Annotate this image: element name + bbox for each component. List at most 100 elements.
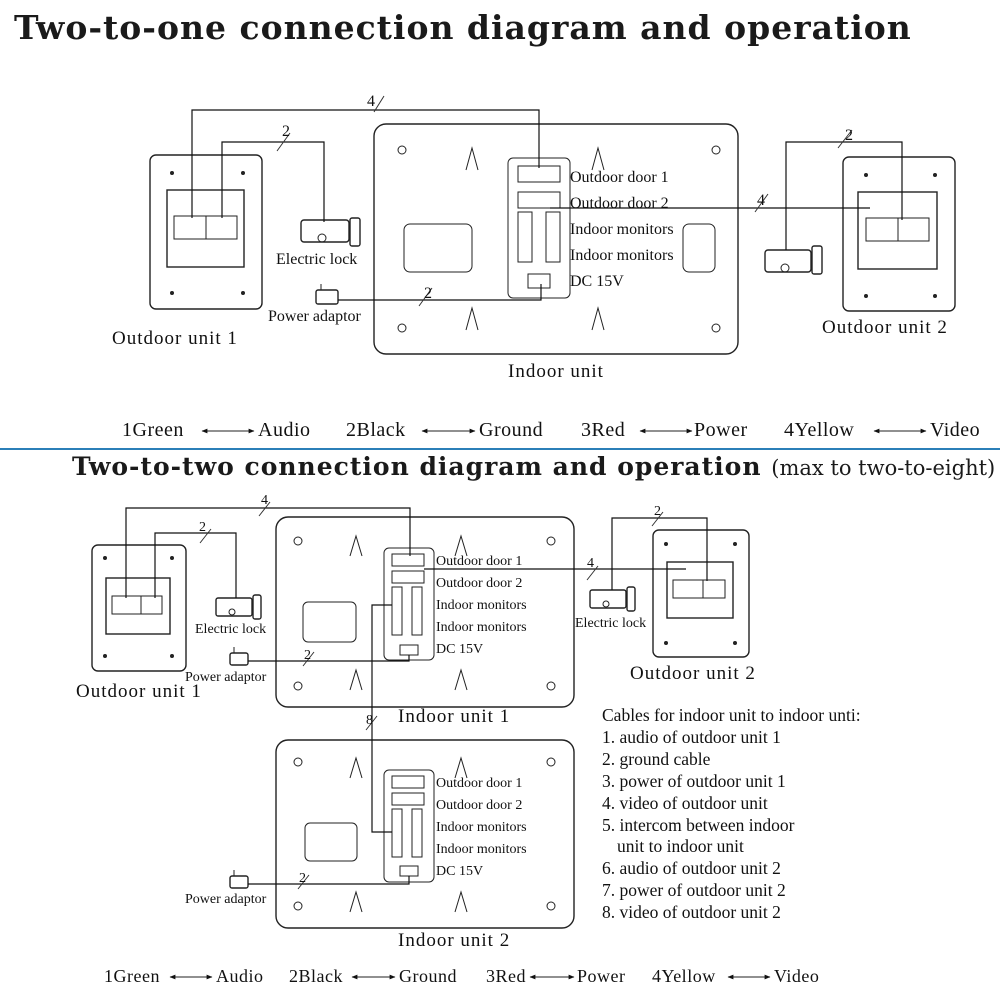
diagram1-title: Two-to-one connection diagram and operat… <box>14 8 912 47</box>
d2-legend-3-meaning: Power <box>577 966 626 986</box>
cable-item-5: 5. intercom between indoor <box>602 815 795 835</box>
d2-iu2-port-dc-15v: DC 15V <box>436 864 483 879</box>
d2-iu2-port-indoor-monitors-b: Indoor monitors <box>436 842 527 857</box>
d1-outdoor-unit-2-label: Outdoor unit 2 <box>822 317 948 338</box>
d1-legend-1-num: 1 <box>122 419 133 441</box>
d2-legend-2-color: Black <box>299 966 344 986</box>
d2-indoor-unit-1: Outdoor door 1 Outdoor door 2 Indoor mon… <box>275 516 575 727</box>
diagram2-title: Two-to-two connection diagram and operat… <box>72 452 995 481</box>
d2-legend-1-meaning: Audio <box>216 966 264 986</box>
d2-indoor-unit-2-label: Indoor unit 2 <box>398 930 510 951</box>
d2-wire-count-power2: 2 <box>299 871 306 886</box>
d1-outdoor-unit-1-label: Outdoor unit 1 <box>112 328 238 349</box>
d1-electric-lock-1: Electric lock <box>276 217 361 268</box>
d2-electric-lock-1-label: Electric lock <box>195 622 266 637</box>
d2-power-adaptor-1: Power adaptor <box>185 647 267 685</box>
cable-item-3: 3. power of outdoor unit 1 <box>602 771 786 791</box>
cables-list: Cables for indoor unit to indoor unti: 1… <box>602 705 861 922</box>
d2-wire-count-power1: 2 <box>304 648 311 663</box>
d2-outdoor-unit-2: Outdoor unit 2 <box>630 529 756 684</box>
d1-power-adaptor-label: Power adaptor <box>268 308 362 325</box>
d2-wire-count-video2: 4 <box>587 556 594 571</box>
d2-legend-1-num: 1 <box>104 966 114 986</box>
d1-legend-2-color: Black <box>357 419 406 441</box>
d2-indoor-unit-1-label: Indoor unit 1 <box>398 706 510 727</box>
d2-iu2-port-indoor-monitors-a: Indoor monitors <box>436 820 527 835</box>
svg-text:4Yellow: 4Yellow <box>652 966 716 986</box>
d1-port-outdoor-door-1: Outdoor door 1 <box>570 169 669 186</box>
d2-wire-count-interunit: 8 <box>366 713 373 728</box>
d2-iu1-port-outdoor-door-2: Outdoor door 2 <box>436 576 522 591</box>
d2-power-adaptor-2: Power adaptor <box>185 870 267 907</box>
d2-electric-lock-2: Electric lock <box>575 586 646 631</box>
d1-wire-count-video: 4 <box>367 93 375 110</box>
d2-electric-lock-2-label: Electric lock <box>575 616 646 631</box>
d1-wire-count-lock: 2 <box>282 123 290 140</box>
d2-legend-4-color: Yellow <box>662 966 716 986</box>
svg-text:2Black: 2Black <box>346 419 406 441</box>
d2-iu2-port-outdoor-door-1: Outdoor door 1 <box>436 776 522 791</box>
d1-port-outdoor-door-2: Outdoor door 2 <box>570 195 669 212</box>
diagram2-title-note: (max to two-to-eight) <box>771 456 996 480</box>
diagram2: Outdoor unit 1 Outdoor door 1 Outdoor do… <box>76 493 861 986</box>
d1-wire-count-lock2: 2 <box>845 127 853 144</box>
d1-indoor-unit-label: Indoor unit <box>508 361 604 382</box>
d1-indoor-unit: Outdoor door 1 Outdoor door 2 Indoor mon… <box>373 123 739 382</box>
d2-iu1-port-dc-15v: DC 15V <box>436 642 483 657</box>
d1-legend-1-meaning: Audio <box>258 419 311 441</box>
svg-text:3Red: 3Red <box>581 419 625 441</box>
d1-legend-4-color: Yellow <box>795 419 855 441</box>
svg-text:1Green: 1Green <box>104 966 160 986</box>
d1-wire-count-video2: 4 <box>757 192 765 209</box>
d2-legend-2-num: 2 <box>289 966 299 986</box>
d2-legend-4-meaning: Video <box>774 966 819 986</box>
d2-wire-count-lock2: 2 <box>654 504 661 519</box>
d1-port-dc-15v: DC 15V <box>570 273 624 290</box>
d1-legend-3-num: 3 <box>581 419 592 441</box>
d2-outdoor-unit-2-label: Outdoor unit 2 <box>630 663 756 684</box>
d1-port-indoor-monitors-b: Indoor monitors <box>570 247 674 264</box>
d1-wire-count-power: 2 <box>424 285 432 302</box>
d2-iu1-port-indoor-monitors-a: Indoor monitors <box>436 598 527 613</box>
d2-outdoor-unit-1: Outdoor unit 1 <box>76 544 202 702</box>
d1-power-adaptor: Power adaptor <box>268 284 362 325</box>
d1-legend-4-meaning: Video <box>930 419 980 441</box>
svg-text:2Black: 2Black <box>289 966 343 986</box>
d2-legend-2-meaning: Ground <box>399 966 457 986</box>
d1-legend-3-color: Red <box>592 419 626 441</box>
d1-legend-2-meaning: Ground <box>479 419 543 441</box>
d1-legend-1-color: Green <box>133 419 184 441</box>
d1-electric-lock-label: Electric lock <box>276 251 357 268</box>
d2-outdoor-unit-1-label: Outdoor unit 1 <box>76 681 202 702</box>
svg-text:1Green: 1Green <box>122 419 184 441</box>
d2-legend-4-num: 4 <box>652 966 662 986</box>
d1-electric-lock-2 <box>764 245 823 275</box>
d2-electric-lock-1: Electric lock <box>195 594 266 637</box>
cable-item-7: 7. power of outdoor unit 2 <box>602 880 786 900</box>
d2-legend-3-color: Red <box>496 966 527 986</box>
d2-legend: 1Green Audio 2Black Ground 3Red Power 4Y… <box>104 966 819 986</box>
cable-item-8: 8. video of outdoor unit 2 <box>602 902 781 922</box>
d1-legend: 1Green Audio 2Black Ground 3Red Power 4Y… <box>122 419 980 441</box>
d2-wire-count-video1: 4 <box>261 493 268 508</box>
d2-iu1-port-indoor-monitors-b: Indoor monitors <box>436 620 527 635</box>
svg-text:3Red: 3Red <box>486 966 526 986</box>
d1-port-indoor-monitors-a: Indoor monitors <box>570 221 674 238</box>
diagram2-title-text: Two-to-two connection diagram and operat… <box>72 452 762 481</box>
svg-text:4Yellow: 4Yellow <box>784 419 854 441</box>
d1-legend-2-num: 2 <box>346 419 357 441</box>
cable-item-1: 1. audio of outdoor unit 1 <box>602 727 781 747</box>
d2-indoor-unit-2: Outdoor door 1 Outdoor door 2 Indoor mon… <box>275 739 575 951</box>
cable-item-5-cont: unit to indoor unit <box>617 836 744 856</box>
d2-iu2-port-outdoor-door-2: Outdoor door 2 <box>436 798 522 813</box>
cables-heading: Cables for indoor unit to indoor unti: <box>602 705 861 725</box>
d2-wire-count-lock1: 2 <box>199 520 206 535</box>
d2-power-adaptor-1-label: Power adaptor <box>185 670 267 685</box>
d2-legend-3-num: 3 <box>486 966 496 986</box>
cable-item-6: 6. audio of outdoor unit 2 <box>602 858 781 878</box>
d1-legend-4-num: 4 <box>784 419 795 441</box>
diagram1: Outdoor unit 1 Outdoor door 1 Outdoor do… <box>112 93 980 441</box>
d2-legend-1-color: Green <box>114 966 160 986</box>
d1-outdoor-unit-2: Outdoor unit 2 <box>822 156 956 338</box>
